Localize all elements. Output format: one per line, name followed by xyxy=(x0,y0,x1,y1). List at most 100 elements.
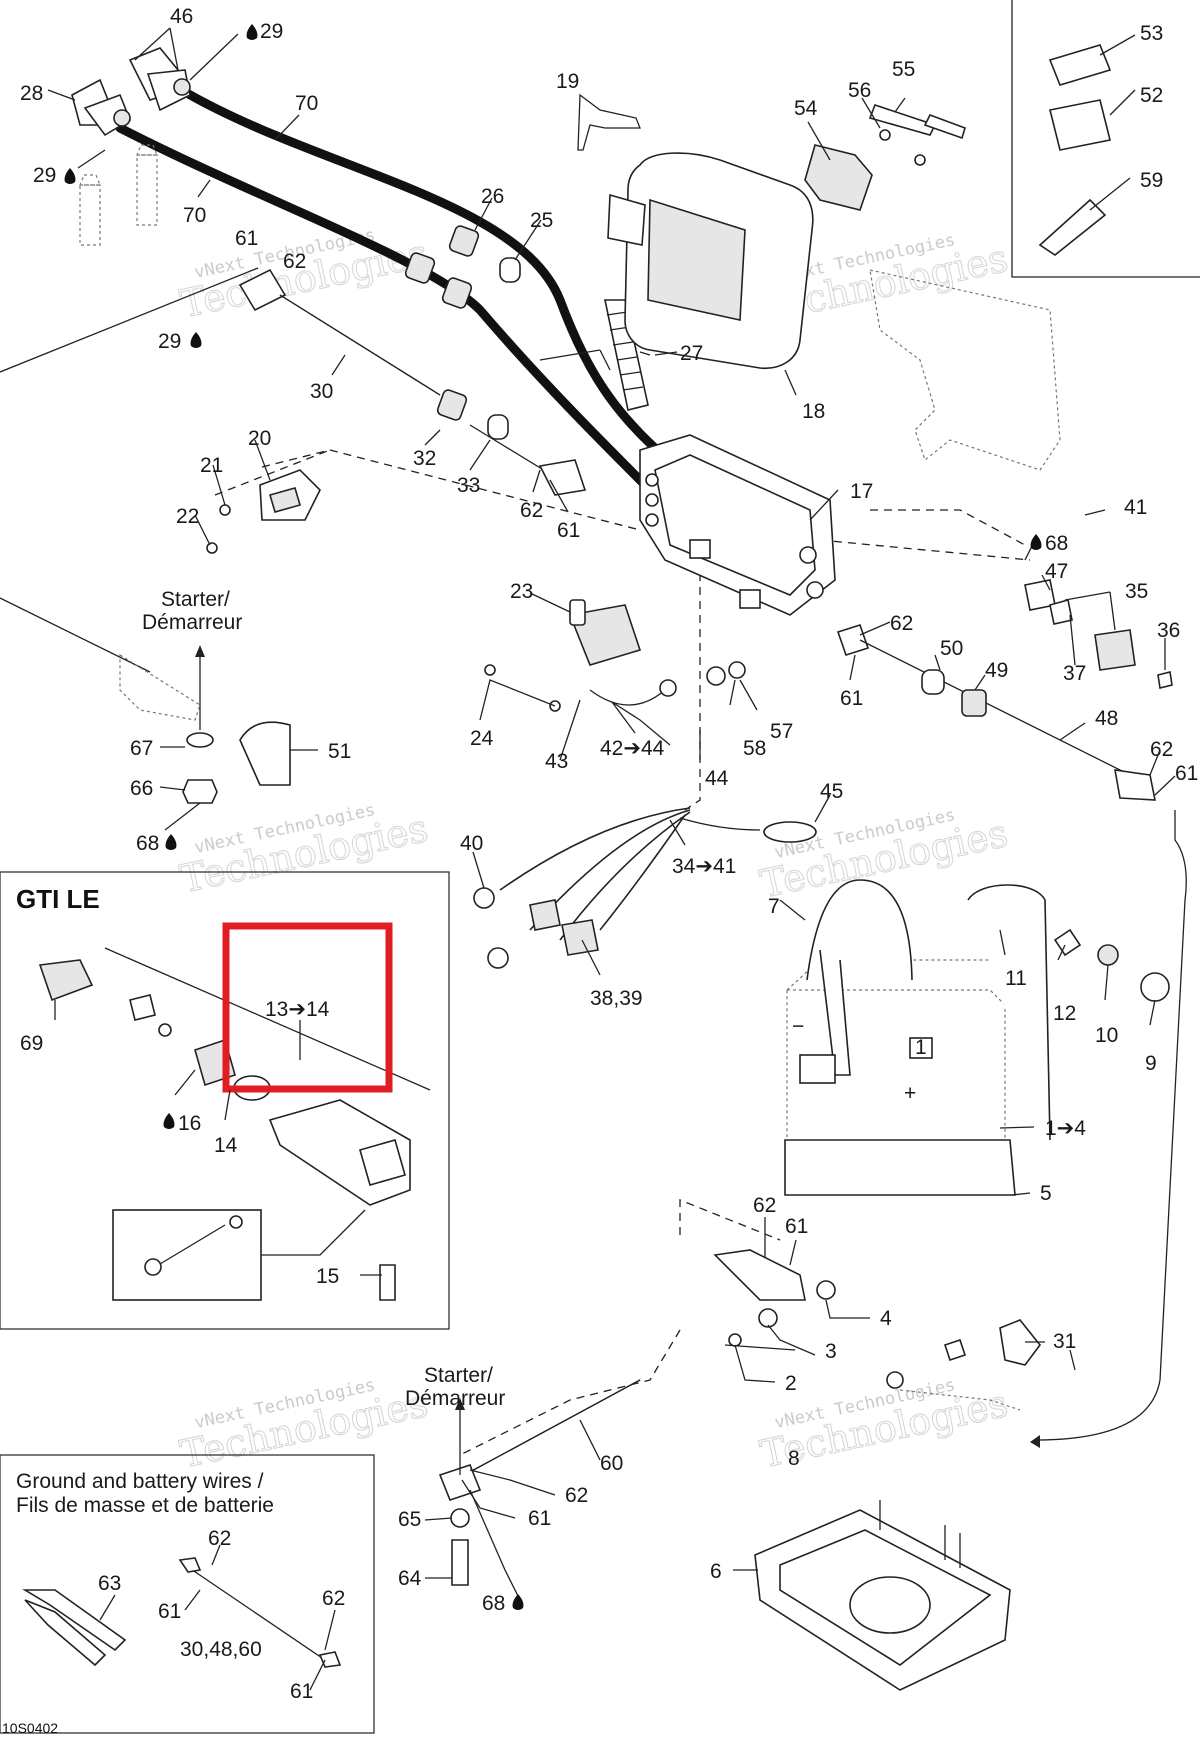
starter-top-line1: Starter/ xyxy=(161,588,230,611)
callout-labels: 46 29 28 70 29 70 19 55 56 54 53 52 59 2… xyxy=(20,5,1198,1703)
label-7: 7 xyxy=(768,895,780,918)
spark-plug-caps xyxy=(71,47,191,137)
oil-drop-icon xyxy=(163,1113,175,1129)
label-24: 24 xyxy=(470,727,494,750)
svg-text:1: 1 xyxy=(915,1036,927,1059)
label-41: 41 xyxy=(1124,496,1147,519)
label-3: 3 xyxy=(825,1340,837,1363)
label-63: 63 xyxy=(98,1572,121,1595)
washer-nut-57-58 xyxy=(706,661,746,686)
harness-34-41 xyxy=(473,807,691,969)
ground-title-line1: Ground and battery wires / xyxy=(16,1470,264,1493)
starter-bottom-line2: Démarreur xyxy=(405,1387,505,1410)
regulator-54 xyxy=(804,103,966,211)
label-69: 69 xyxy=(20,1032,43,1055)
label-44: 44 xyxy=(705,767,729,790)
label-3839: 38,39 xyxy=(590,987,643,1010)
starter-top-line2: Démarreur xyxy=(142,611,242,634)
label-59: 59 xyxy=(1140,169,1163,192)
label-51: 51 xyxy=(328,740,351,763)
label-31: 31 xyxy=(1053,1330,1076,1353)
label-50: 50 xyxy=(940,637,963,660)
label-27: 27 xyxy=(680,342,703,365)
battery-tray-5 xyxy=(784,1139,1016,1196)
label-61g: 61 xyxy=(158,1600,181,1623)
label-64: 64 xyxy=(398,1567,422,1590)
label-62d: 62 xyxy=(1150,738,1173,761)
label-67: 67 xyxy=(130,737,153,760)
oil-drop-icon xyxy=(512,1594,524,1610)
label-62f: 62 xyxy=(565,1484,588,1507)
label-70b: 70 xyxy=(183,204,206,227)
label-12: 12 xyxy=(1053,1002,1076,1025)
label-304860: 30,48,60 xyxy=(180,1638,262,1661)
inset-box-gti-le xyxy=(0,871,450,1330)
label-48: 48 xyxy=(1095,707,1118,730)
label-16: 16 xyxy=(178,1112,201,1135)
label-36: 36 xyxy=(1157,619,1180,642)
label-61d: 61 xyxy=(1175,762,1198,785)
label-6: 6 xyxy=(710,1560,722,1583)
label-61e: 61 xyxy=(785,1215,808,1238)
label-57: 57 xyxy=(770,720,793,743)
captions: Starter/ Démarreur GTI LE Starter/ Démar… xyxy=(2,588,505,1736)
label-49: 49 xyxy=(985,659,1008,682)
label-1314: 13➔14 xyxy=(265,998,330,1021)
label-28: 28 xyxy=(20,82,43,105)
label-58: 58 xyxy=(743,737,766,760)
label-66: 66 xyxy=(130,777,153,800)
label-68a: 68 xyxy=(1045,532,1068,555)
battery-support-6 xyxy=(754,1500,1011,1691)
label-22: 22 xyxy=(176,505,199,528)
highlight-box xyxy=(222,922,393,1093)
ignition-coil-23 xyxy=(484,599,677,712)
label-45: 45 xyxy=(820,780,843,803)
label-61h: 61 xyxy=(290,1680,313,1703)
tie-45-arrow xyxy=(679,817,761,831)
label-30: 30 xyxy=(310,380,333,403)
svg-text:+: + xyxy=(904,1082,916,1105)
drawing-code: 10S0402 xyxy=(2,1720,58,1736)
label-61f: 61 xyxy=(528,1507,551,1530)
connector-35 xyxy=(1024,579,1173,689)
label-18: 18 xyxy=(802,400,825,423)
label-47: 47 xyxy=(1045,560,1068,583)
gti-le-title: GTI LE xyxy=(16,884,100,914)
label-26: 26 xyxy=(481,185,504,208)
protective-sleeve xyxy=(604,299,649,411)
starter-cable-60 xyxy=(438,1379,641,1586)
label-40: 40 xyxy=(460,832,483,855)
label-46: 46 xyxy=(170,5,193,28)
label-33: 33 xyxy=(457,474,480,497)
inset-box-ground-wires xyxy=(0,1454,375,1734)
label-5: 5 xyxy=(1040,1182,1052,1205)
label-14to: 1➔4 xyxy=(1045,1117,1086,1140)
label-25: 25 xyxy=(530,209,553,232)
label-8: 8 xyxy=(788,1447,800,1470)
oil-drop-icon xyxy=(190,332,202,348)
label-54: 54 xyxy=(794,97,818,120)
starter-bottom-line1: Starter/ xyxy=(424,1364,493,1387)
label-9: 9 xyxy=(1145,1052,1157,1075)
label-15: 15 xyxy=(316,1265,339,1288)
cable-terminal-61-62 xyxy=(713,1249,1042,1411)
label-4244: 42➔44 xyxy=(600,737,665,760)
label-11: 11 xyxy=(1005,967,1027,990)
label-62h: 62 xyxy=(322,1587,345,1610)
label-62c: 62 xyxy=(890,612,913,635)
label-56: 56 xyxy=(848,79,871,102)
label-23: 23 xyxy=(510,580,533,603)
label-4: 4 xyxy=(880,1307,892,1330)
label-32: 32 xyxy=(413,447,436,470)
label-20: 20 xyxy=(248,427,271,450)
label-62e: 62 xyxy=(753,1194,776,1217)
label-61a: 61 xyxy=(235,227,258,250)
label-62b: 62 xyxy=(520,499,543,522)
cable-nuts xyxy=(404,225,521,440)
label-19: 19 xyxy=(556,70,579,93)
watermark-group: vNext Technologies Technologies vNext Te… xyxy=(176,225,1012,1477)
starter-relay-20 xyxy=(206,469,321,554)
bracket-19 xyxy=(577,93,641,151)
label-17: 17 xyxy=(850,480,873,503)
